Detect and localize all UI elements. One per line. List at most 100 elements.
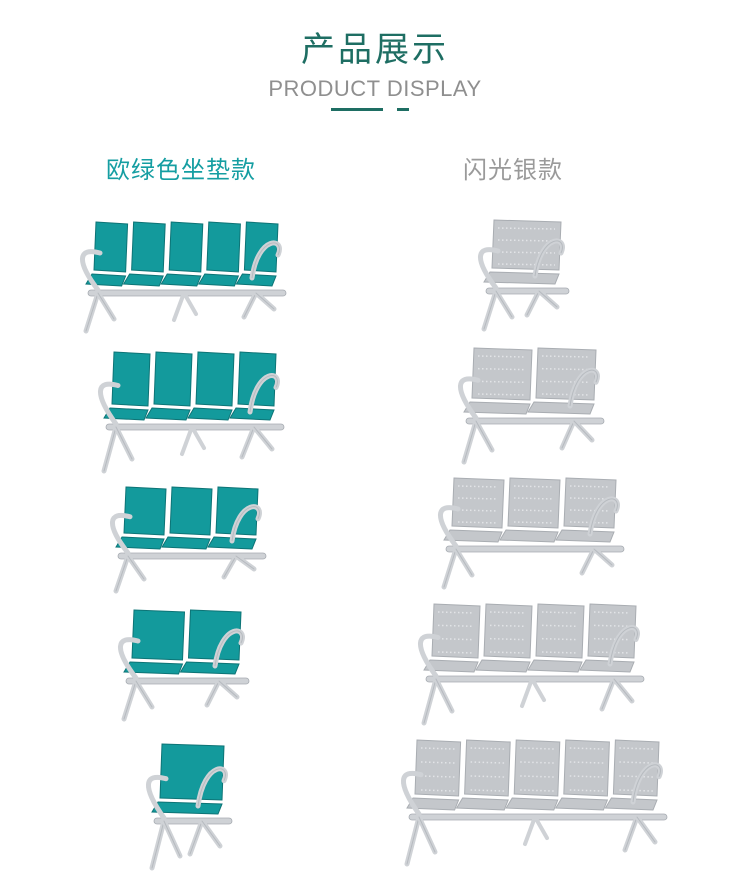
perforation-row [470, 775, 505, 778]
seat-pan [423, 659, 479, 673]
leg-shade [483, 290, 497, 330]
seat-pan [406, 797, 460, 811]
beam [465, 417, 605, 425]
chair-green-5-seat [80, 221, 287, 334]
seat [406, 739, 462, 811]
seat-pan [475, 659, 531, 673]
seat-back [195, 351, 235, 407]
perforation-row [520, 761, 554, 764]
seat [160, 221, 204, 287]
seat-pan [483, 271, 560, 285]
seat-back [168, 221, 204, 273]
perforation-row [420, 747, 455, 750]
chair-silver-5-seat [401, 739, 668, 867]
right-armrest-shade [249, 375, 278, 413]
left-armrest [418, 633, 441, 679]
beam [153, 817, 233, 825]
seat-back [507, 477, 561, 529]
perforation-row [569, 789, 604, 792]
beam [445, 545, 625, 553]
seat-back [206, 221, 241, 273]
seat-back [215, 486, 259, 536]
seat [475, 603, 533, 673]
chair-silver-3-seat [438, 477, 625, 590]
leg-shade [243, 292, 257, 318]
chair-green-1-seat [146, 743, 233, 871]
perforation-row [497, 251, 556, 254]
seat-back [535, 347, 597, 401]
seat [505, 739, 561, 811]
seat [179, 609, 242, 675]
perforation-row [541, 355, 591, 358]
leg-shade [455, 548, 473, 576]
perforation-row [569, 761, 604, 764]
leg-shade [218, 680, 238, 698]
seat [229, 351, 277, 421]
seat-back [243, 221, 279, 273]
seat [527, 603, 585, 673]
page-subtitle: PRODUCT DISPLAY [268, 76, 482, 101]
seat [151, 743, 225, 815]
perforation-row [541, 393, 591, 396]
leg-shade [201, 820, 221, 847]
seat-back [131, 609, 186, 661]
left-armrest [80, 249, 103, 293]
seat-back [464, 739, 511, 797]
seat-pan [527, 401, 595, 415]
leg-shade [115, 426, 133, 460]
seat-pan [145, 407, 191, 421]
leg [190, 425, 206, 450]
beam [485, 287, 570, 295]
leg-shade [127, 555, 145, 580]
perforation-row [569, 775, 604, 778]
seat-back [563, 477, 617, 529]
leg-shade [475, 420, 493, 451]
seat-back [563, 739, 610, 797]
seat-back [93, 221, 129, 273]
perforation-row [457, 509, 499, 512]
perforation-row [470, 761, 505, 764]
seat-back [513, 739, 561, 797]
seat [604, 739, 660, 811]
seat-pan [527, 659, 583, 673]
leg-shade [624, 816, 638, 851]
seat-pan [505, 797, 559, 811]
perforation-row [569, 747, 604, 750]
left-armrest [98, 381, 121, 427]
left-armrest [118, 637, 141, 681]
seat-pan [160, 273, 202, 287]
seat-pan [554, 797, 609, 811]
leg-shade [581, 548, 595, 574]
seat-pan [235, 273, 277, 287]
left-armrest [438, 505, 461, 549]
perforation-row [569, 497, 611, 500]
seat-back [612, 739, 660, 797]
right-armrest-shade [251, 242, 280, 279]
seat-back [535, 603, 585, 659]
leg-shade [435, 678, 453, 712]
perforation-row [477, 393, 527, 396]
right-armrest-shade [589, 498, 618, 535]
beam [125, 677, 250, 685]
leg-shade [241, 426, 255, 458]
right-armrest-shade [197, 768, 226, 807]
seat-pan [443, 529, 503, 543]
seat [554, 739, 610, 811]
seat-pan [579, 659, 635, 673]
left-armrest [110, 512, 133, 556]
leg-shade [593, 548, 613, 566]
chair-green-2-seat [118, 609, 250, 722]
seat [499, 477, 561, 543]
seat-pan [455, 797, 509, 811]
perforation-row [497, 227, 556, 230]
seat-pan [499, 529, 559, 543]
beam [117, 552, 267, 560]
perforation-row [477, 367, 527, 371]
seat-pan [555, 529, 615, 543]
leg-shade [573, 420, 593, 441]
seat-pan [604, 797, 658, 811]
page-title: 产品展示 [301, 30, 449, 70]
right-armrest-shade [632, 764, 661, 803]
seat [555, 477, 617, 543]
leg-shade [463, 420, 477, 463]
